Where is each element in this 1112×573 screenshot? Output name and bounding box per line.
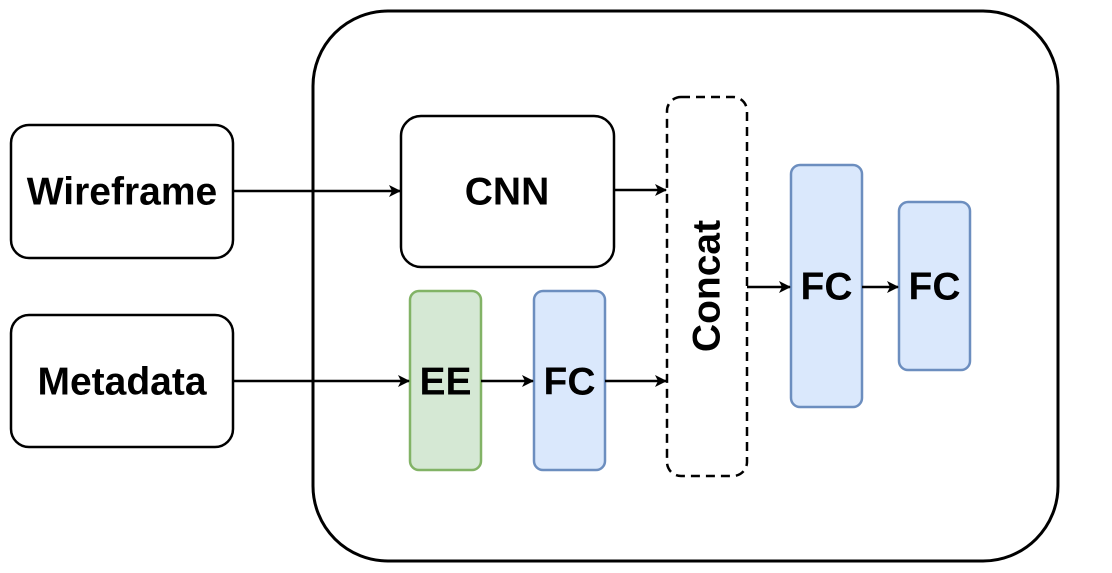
fc-metadata-node: FC — [532, 289, 607, 472]
model-container — [311, 9, 1060, 563]
fc-1-label: FC — [801, 266, 853, 309]
fc-1-node: FC — [789, 163, 864, 409]
fc-2-node: FC — [897, 200, 972, 372]
ee-node: EE — [408, 289, 483, 472]
cnn-node: CNN — [399, 114, 616, 269]
ee-label: EE — [419, 361, 471, 404]
fc-metadata-label: FC — [544, 361, 596, 404]
wireframe-label: Wireframe — [27, 171, 217, 214]
concat-label: Concat — [686, 220, 729, 352]
fc-2-label: FC — [909, 266, 961, 309]
cnn-label: CNN — [465, 171, 550, 214]
metadata-input-node: Metadata — [9, 313, 235, 449]
concat-node: Concat — [665, 95, 749, 478]
metadata-label: Metadata — [37, 361, 206, 404]
wireframe-input-node: Wireframe — [9, 123, 235, 260]
